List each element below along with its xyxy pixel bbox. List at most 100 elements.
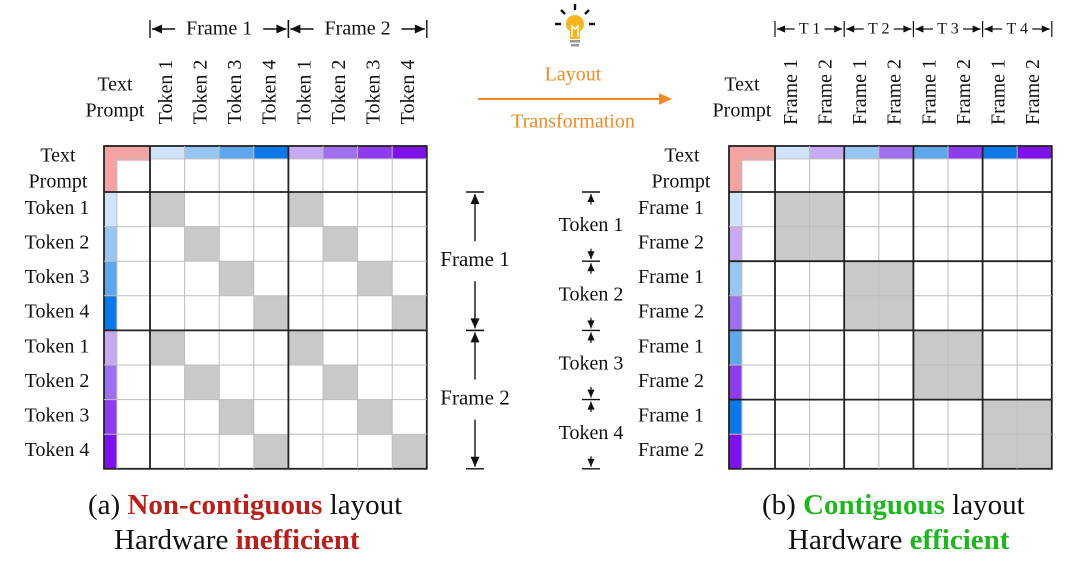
left-side-frame-label: Frame 2 bbox=[440, 385, 509, 409]
left-column-token-label: Token 1 bbox=[155, 60, 177, 125]
left-caption-line1: (a) Non-contiguous layout bbox=[88, 489, 403, 521]
right-attention-cell bbox=[809, 192, 845, 227]
right-attention-cell bbox=[913, 330, 948, 365]
left-matrix bbox=[103, 145, 428, 470]
left-column-token-label: Token 2 bbox=[328, 60, 350, 125]
right-attention-cell bbox=[982, 434, 1018, 469]
right-attention-cell bbox=[775, 226, 810, 262]
left-column-color-bar bbox=[392, 146, 427, 159]
left-attention-cell bbox=[392, 295, 427, 331]
right-top-token-label: T 1 bbox=[799, 21, 820, 38]
right-row-frame-label: Frame 1 bbox=[638, 404, 704, 426]
right-column-color-bar bbox=[844, 146, 879, 159]
right-token-arrow-head bbox=[834, 25, 843, 33]
right-column-color-bar bbox=[913, 146, 948, 159]
left-row-color-bar bbox=[104, 261, 117, 296]
left-column-color-bar bbox=[253, 146, 289, 159]
left-row-token-label: Token 2 bbox=[25, 231, 90, 253]
lightbulb-icon bbox=[566, 15, 584, 47]
left-row-color-bar bbox=[104, 226, 117, 262]
left-column-text-prompt-label: Text bbox=[97, 74, 133, 96]
left-side-frame-arrow-head bbox=[470, 318, 480, 329]
left-side-frame-arrow-head bbox=[470, 332, 480, 343]
left-side-frame-label: Frame 1 bbox=[440, 247, 509, 271]
right-attention-cell bbox=[775, 192, 810, 227]
left-attention-cell bbox=[184, 226, 220, 262]
lightbulb-base bbox=[570, 40, 580, 43]
left-row-color-bar bbox=[104, 330, 117, 365]
left-top-frame-label: Frame 1 bbox=[186, 18, 252, 40]
right-row-frame-label: Frame 1 bbox=[638, 335, 704, 357]
middle-token-arrow-head bbox=[587, 194, 595, 202]
right-attention-cell bbox=[1017, 434, 1052, 469]
right-attention-cell bbox=[1017, 399, 1052, 435]
left-row-token-label: Token 4 bbox=[25, 301, 90, 323]
lightbulb-ray bbox=[560, 9, 566, 15]
right-row-color-bar bbox=[729, 226, 742, 262]
right-column-frame-label: Frame 1 bbox=[780, 59, 802, 125]
left-frame-arrow-head bbox=[152, 24, 162, 34]
right-row-color-bar bbox=[729, 330, 742, 365]
left-row-token-label: Token 1 bbox=[25, 335, 90, 357]
right-token-arrow-head bbox=[915, 25, 924, 33]
middle-token-arrow-head bbox=[587, 263, 595, 272]
arrow-label-layout: Layout bbox=[545, 64, 602, 86]
left-frame-arrow-head bbox=[414, 24, 425, 34]
right-token-arrow-head bbox=[972, 25, 981, 33]
right-attention-cell bbox=[878, 261, 914, 296]
left-column-text-prompt-label: Prompt bbox=[86, 100, 145, 122]
right-column-color-bar bbox=[775, 146, 810, 159]
middle-token-arrow-head bbox=[587, 251, 595, 260]
left-border bbox=[103, 145, 428, 470]
middle-side-token-label: Token 1 bbox=[559, 214, 624, 236]
left-row-color-bar bbox=[104, 399, 117, 435]
left-column-token-label: Token 3 bbox=[362, 60, 384, 125]
left-column-color-bar bbox=[150, 146, 185, 159]
left-attention-cell bbox=[323, 226, 358, 262]
left-top-frame-label: Frame 2 bbox=[325, 18, 391, 40]
right-attention-cell bbox=[844, 261, 879, 296]
left-row-color-bar bbox=[104, 365, 117, 400]
left-text-prompt-bar-left bbox=[104, 146, 117, 192]
left-column-color-bar bbox=[288, 146, 323, 159]
right-row-frame-label: Frame 2 bbox=[638, 301, 704, 323]
left-column-color-bar bbox=[357, 146, 393, 159]
right-attention-cell bbox=[913, 365, 948, 400]
right-row-text-prompt-label: Prompt bbox=[652, 171, 711, 193]
left-row-text-prompt-label: Prompt bbox=[29, 171, 88, 193]
right-attention-cell bbox=[948, 365, 983, 400]
left-attention-cell bbox=[392, 434, 427, 469]
left-column-color-bar bbox=[323, 146, 358, 159]
left-row-token-label: Token 3 bbox=[25, 404, 90, 426]
right-row-frame-label: Frame 2 bbox=[638, 370, 704, 392]
middle-side-token-label: Token 3 bbox=[559, 353, 624, 375]
right-attention-cell bbox=[948, 330, 983, 365]
arrow-label-transformation: Transformation bbox=[511, 111, 635, 133]
right-column-frame-label: Frame 2 bbox=[814, 59, 836, 125]
left-column-token-label: Token 4 bbox=[259, 60, 281, 125]
left-row-color-bar bbox=[104, 295, 117, 331]
right-token-arrow-head bbox=[846, 25, 855, 33]
right-column-text-prompt-label: Text bbox=[724, 74, 760, 96]
right-matrix bbox=[728, 145, 1053, 470]
right-token-arrow-head bbox=[903, 25, 912, 33]
middle-token-arrow-head bbox=[587, 332, 595, 341]
right-token-arrow-head bbox=[984, 25, 993, 33]
left-frame-arrow-head bbox=[276, 24, 287, 34]
middle-token-arrow-head bbox=[587, 389, 595, 398]
left-attention-cell bbox=[253, 434, 289, 469]
right-column-text-prompt-label: Prompt bbox=[713, 100, 772, 122]
left-attention-cell bbox=[150, 330, 185, 365]
right-column-frame-label: Frame 2 bbox=[953, 59, 975, 125]
lightbulb-base bbox=[571, 44, 579, 47]
left-row-token-label: Token 3 bbox=[25, 266, 90, 288]
right-column-color-bar bbox=[948, 146, 983, 159]
left-row-color-bar bbox=[104, 192, 117, 227]
right-column-frame-label: Frame 1 bbox=[849, 59, 871, 125]
right-token-arrow-head bbox=[777, 25, 785, 33]
left-attention-cell bbox=[357, 399, 393, 435]
right-column-frame-label: Frame 2 bbox=[884, 59, 906, 125]
middle-token-arrow-head bbox=[587, 401, 595, 410]
right-top-token-label: T 4 bbox=[1006, 21, 1027, 38]
